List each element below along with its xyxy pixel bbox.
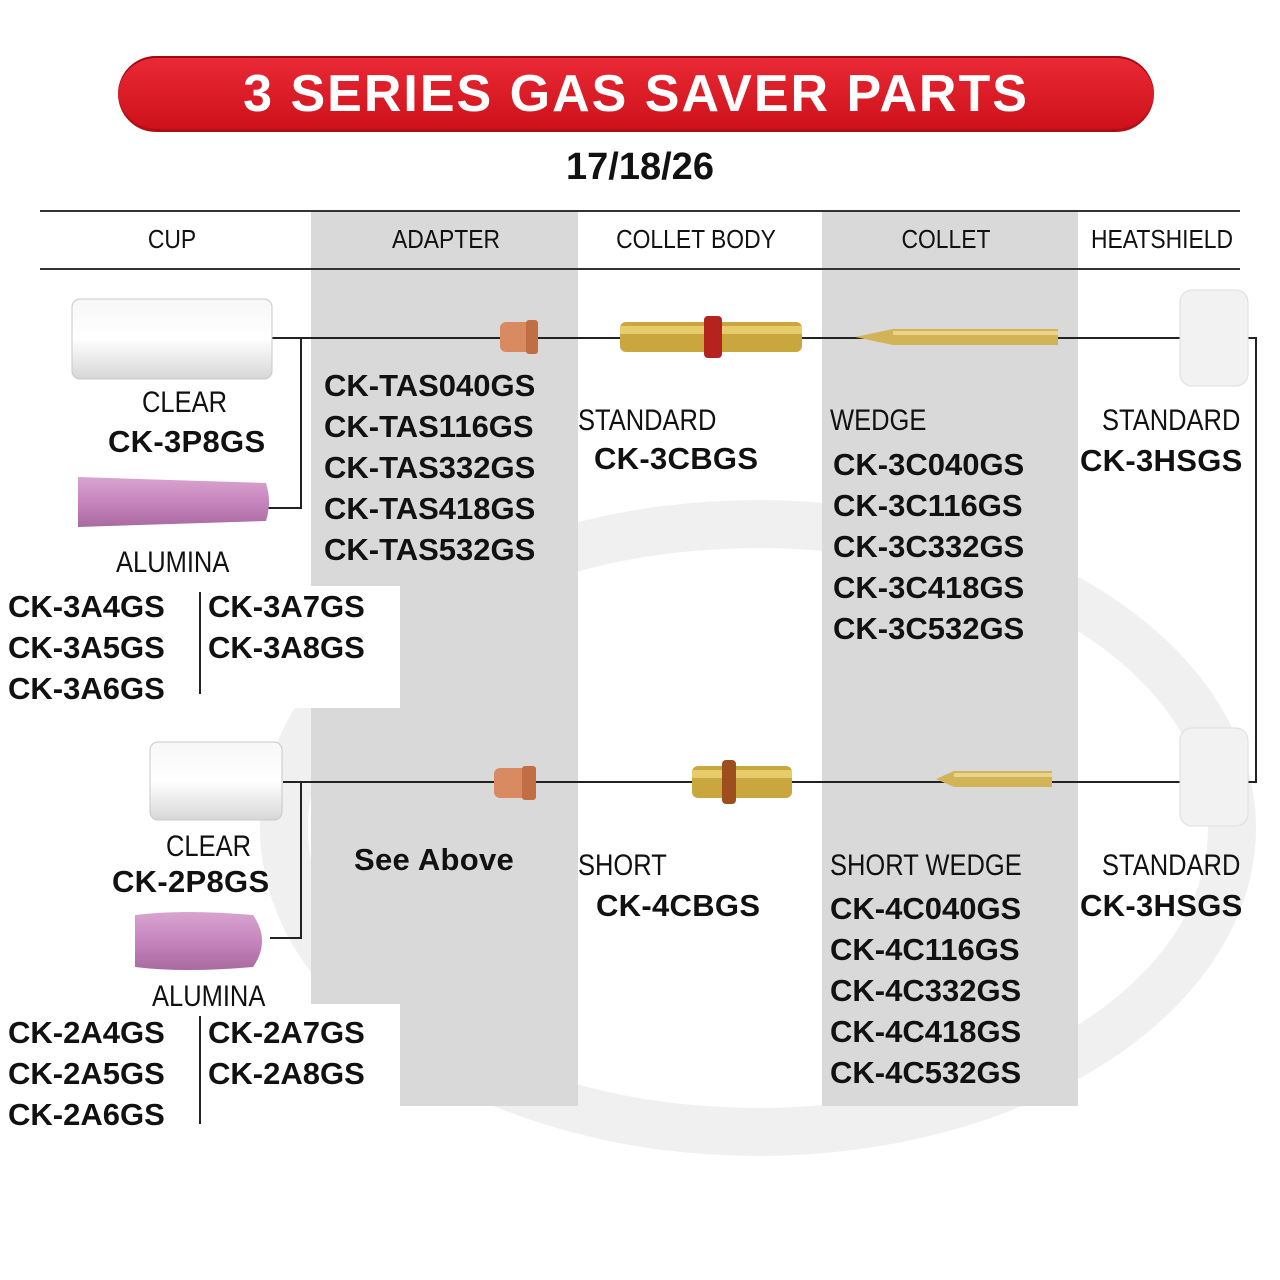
heatshield-connector-line [1255,337,1257,783]
part-number: CK-3A6GS [8,671,165,706]
part-number: CK-4C418GS [830,1014,1022,1049]
page-subtitle: 17/18/26 [566,146,714,188]
column-header-collet: COLLET [901,224,991,254]
collet-body-standard-label: STANDARD [578,404,717,437]
adapter-part-list: CK-TAS040GS CK-TAS116GS CK-TAS332GS CK-T… [324,365,535,570]
header-top-rule [40,210,1240,212]
collet-body-short-image [692,760,792,804]
cup-clear-short-part-number: CK-2P8GS [112,864,270,899]
part-number: CK-3C418GS [833,570,1025,605]
cup-bracket-top [300,337,302,509]
title-banner [118,56,1154,132]
part-number: CK-3C332GS [833,529,1025,564]
column-header-heatshield: HEATSHIELD [1091,224,1233,254]
cup-bracket-top-foot [268,507,302,509]
part-number: CK-3A5GS [8,630,165,665]
heatshield-standard-label: STANDARD [1102,404,1241,437]
collet-short-wedge-label: SHORT WEDGE [830,849,1022,882]
clear-cup-image [71,298,273,380]
alumina-divider-top [199,592,201,694]
heatshield-short-standard-part: CK-3HSGS [1080,888,1243,923]
cup-bracket-bottom-foot [270,937,302,939]
cup-clear-part-number: CK-3P8GS [108,424,266,459]
part-number: CK-TAS532GS [324,532,536,567]
collet-short-image [936,771,1052,787]
heatshield-short-image [1179,727,1249,827]
collet-column-band [822,211,1078,1106]
clear-cup-short-image [149,741,283,821]
cup-alumina-parts-left: CK-3A4GS CK-3A5GS CK-3A6GS [8,586,165,709]
part-number: CK-2A8GS [208,1056,365,1091]
heatshield-short-standard-label: STANDARD [1102,849,1241,882]
collet-body-short-label: SHORT [578,849,667,882]
collet-body-short-part: CK-4CBGS [596,888,761,923]
cup-alumina-short-label: ALUMINA [152,980,266,1013]
collet-wedge-part-list: CK-3C040GS CK-3C116GS CK-3C332GS CK-3C41… [833,444,1024,649]
part-number: CK-3A7GS [208,589,365,624]
part-number: CK-4C532GS [830,1055,1022,1090]
column-header-adapter: ADAPTER [391,224,501,254]
adapter-see-above-note: See Above [354,842,515,877]
part-number: CK-TAS418GS [324,491,536,526]
page-title: 3 SERIES GAS SAVER PARTS [243,65,1029,123]
part-number: CK-2A4GS [8,1015,165,1050]
cup-alumina-parts-right: CK-3A7GS CK-3A8GS [208,586,365,668]
part-number: CK-4C040GS [830,891,1022,926]
part-number: CK-2A7GS [208,1015,365,1050]
cup-bracket-bottom [300,781,302,939]
part-number: CK-2A6GS [8,1097,165,1132]
collet-wedge-label: WEDGE [830,404,927,437]
heatshield-standard-part: CK-3HSGS [1080,443,1243,478]
collet-short-wedge-part-list: CK-4C040GS CK-4C116GS CK-4C332GS CK-4C41… [830,888,1021,1093]
part-number: CK-3A8GS [208,630,365,665]
adapter-short-image [494,766,536,800]
adapter-image [500,320,538,354]
cup-clear-label: CLEAR [142,386,228,419]
part-number: CK-2A5GS [8,1056,165,1091]
collet-image [855,329,1058,345]
part-number: CK-3A4GS [8,589,165,624]
collet-body-image [620,316,802,358]
heatshield-image [1179,289,1249,387]
part-number: CK-4C116GS [830,932,1020,967]
part-number: CK-3C116GS [833,488,1023,523]
cup-clear-short-label: CLEAR [166,830,252,863]
part-number: CK-TAS332GS [324,450,536,485]
part-number: CK-TAS116GS [324,409,534,444]
header-bottom-rule [40,268,1240,270]
alumina-cup-short-image [135,912,262,970]
part-number: CK-3C532GS [833,611,1025,646]
alumina-cup-image [78,477,269,527]
cup-alumina-label: ALUMINA [116,546,230,579]
collet-body-standard-part: CK-3CBGS [594,441,759,476]
cup-alumina-short-parts-left: CK-2A4GS CK-2A5GS CK-2A6GS [8,1012,165,1135]
part-number: CK-3C040GS [833,447,1025,482]
column-header-cup: CUP [147,224,197,254]
part-number: CK-TAS040GS [324,368,536,403]
cup-alumina-short-parts-right: CK-2A7GS CK-2A8GS [208,1012,365,1094]
column-header-collet-body: COLLET BODY [616,224,776,254]
part-number: CK-4C332GS [830,973,1022,1008]
alumina-divider-bottom [199,1016,201,1124]
